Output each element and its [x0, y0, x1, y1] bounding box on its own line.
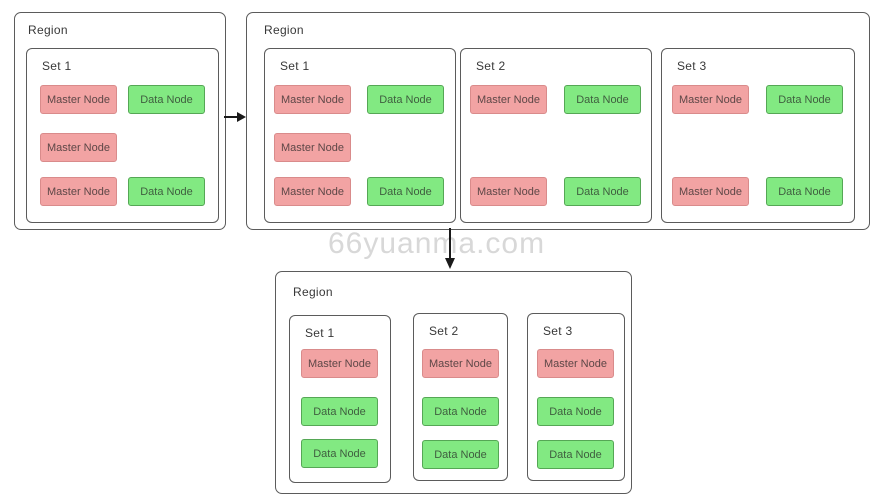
master-node: Master Node — [274, 133, 351, 162]
data-node: Data Node — [422, 397, 499, 426]
data-node: Data Node — [564, 177, 641, 206]
set-box-2: Set 2 Master Node Data Node Master Node … — [460, 48, 652, 223]
data-node: Data Node — [766, 85, 843, 114]
region-label: Region — [264, 23, 304, 37]
data-node: Data Node — [301, 439, 378, 468]
master-node: Master Node — [40, 85, 117, 114]
data-node: Data Node — [537, 440, 614, 469]
region-label: Region — [293, 285, 333, 299]
master-node: Master Node — [672, 85, 749, 114]
arrow-down-icon — [445, 228, 455, 269]
master-node: Master Node — [470, 177, 547, 206]
master-node: Master Node — [537, 349, 614, 378]
arrow-right-icon — [224, 112, 246, 122]
set-label: Set 3 — [543, 324, 573, 338]
master-node: Master Node — [301, 349, 378, 378]
master-node: Master Node — [274, 85, 351, 114]
set-box-3: Set 3 Master Node Data Node Master Node … — [661, 48, 855, 223]
set-box-1: Set 1 Master Node Data Node Master Node … — [264, 48, 456, 223]
set-box-1: Set 1 Master Node Data Node Master Node … — [26, 48, 219, 223]
data-node: Data Node — [537, 397, 614, 426]
data-node: Data Node — [301, 397, 378, 426]
region-box-top-left: Region Set 1 Master Node Data Node Maste… — [14, 12, 226, 230]
set-label: Set 1 — [305, 326, 335, 340]
data-node: Data Node — [128, 85, 205, 114]
watermark-text: 66yuanma.com — [328, 227, 546, 260]
region-box-top-right: Region Set 1 Master Node Data Node Maste… — [246, 12, 870, 230]
set-label: Set 1 — [280, 59, 310, 73]
region-label: Region — [28, 23, 68, 37]
master-node: Master Node — [40, 177, 117, 206]
data-node: Data Node — [128, 177, 205, 206]
set-label: Set 3 — [677, 59, 707, 73]
data-node: Data Node — [564, 85, 641, 114]
master-node: Master Node — [470, 85, 547, 114]
data-node: Data Node — [367, 177, 444, 206]
master-node: Master Node — [274, 177, 351, 206]
set-box-1: Set 1 Master Node Data Node Data Node — [289, 315, 391, 483]
set-label: Set 2 — [429, 324, 459, 338]
master-node: Master Node — [422, 349, 499, 378]
set-box-2: Set 2 Master Node Data Node Data Node — [413, 313, 508, 481]
set-label: Set 1 — [42, 59, 72, 73]
region-box-bottom: Region Set 1 Master Node Data Node Data … — [275, 271, 632, 494]
set-box-3: Set 3 Master Node Data Node Data Node — [527, 313, 625, 481]
data-node: Data Node — [422, 440, 499, 469]
data-node: Data Node — [367, 85, 444, 114]
data-node: Data Node — [766, 177, 843, 206]
master-node: Master Node — [40, 133, 117, 162]
master-node: Master Node — [672, 177, 749, 206]
set-label: Set 2 — [476, 59, 506, 73]
